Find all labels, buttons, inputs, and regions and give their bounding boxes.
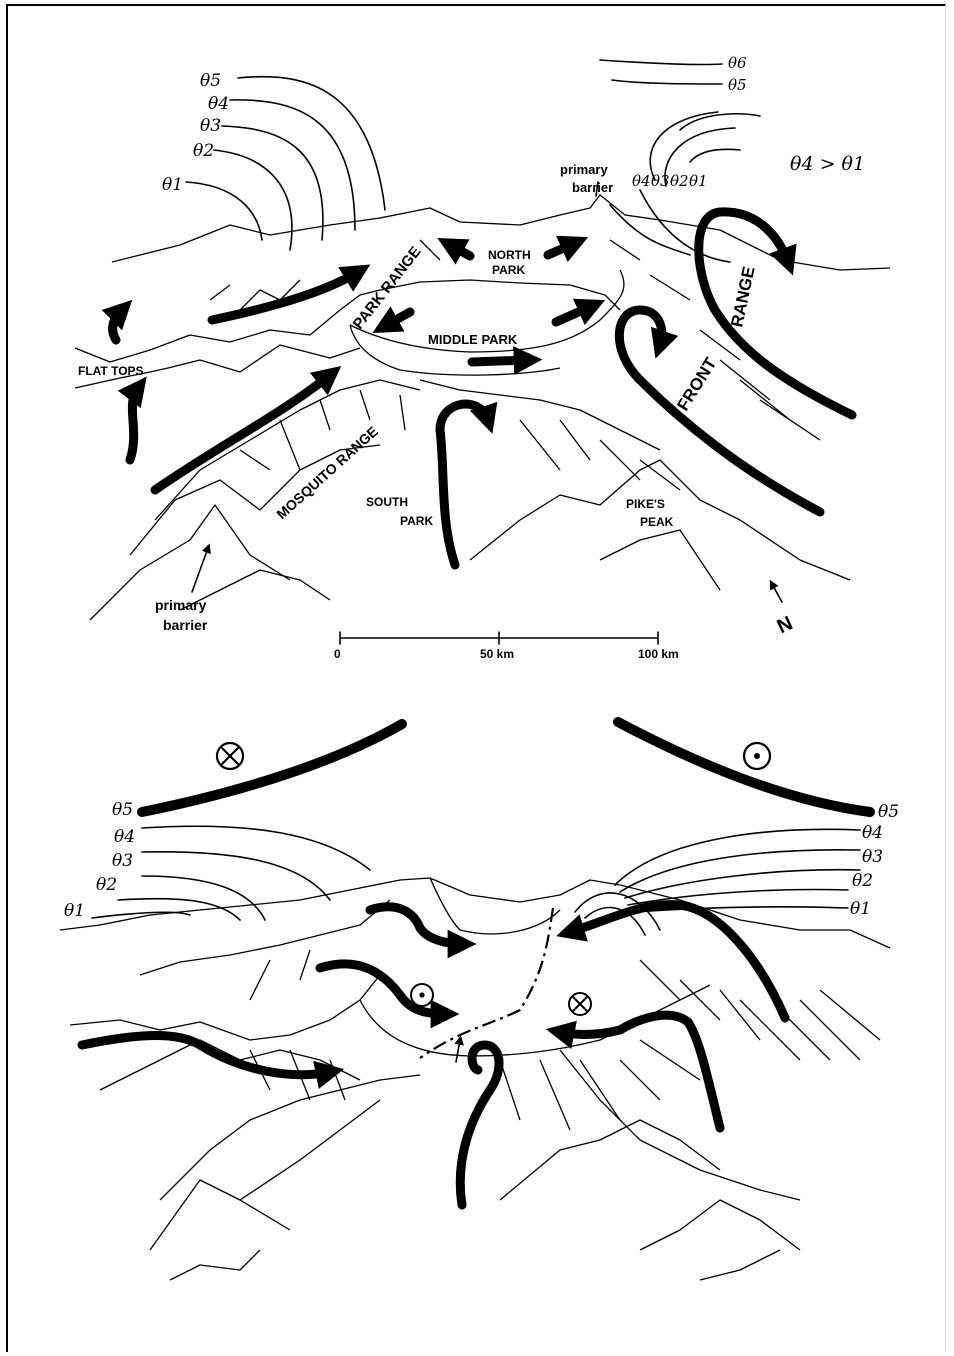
theta-label: θ4 xyxy=(208,94,229,114)
theta-inequality: θ4 > θ1 xyxy=(790,153,865,175)
theta-labels-top-left: θ5 θ4 θ3 θ2 θ1 xyxy=(162,71,229,195)
flow-arrow xyxy=(440,404,488,565)
mosquito-range-label: MOSQUITO RANGE xyxy=(273,423,381,522)
flow-arrow xyxy=(460,1045,499,1205)
into-page-symbol-center xyxy=(569,993,591,1015)
theta-label: θ5 xyxy=(878,802,899,822)
flat-tops-label: FLAT TOPS xyxy=(78,364,144,378)
isentrope-bold-left xyxy=(142,724,402,812)
flow-arrow xyxy=(699,212,852,415)
theta-label: θ3 xyxy=(862,847,883,867)
theta-label: θ2 xyxy=(193,141,214,161)
top-panel: θ5 θ4 θ3 θ2 θ1 θ6 θ5 θ4 θ3 θ2 θ1 θ4 > θ1… xyxy=(75,54,890,661)
scale-tick-label: 0 xyxy=(334,647,341,661)
south-park-label: PARK xyxy=(400,514,433,528)
flow-arrows-top xyxy=(113,212,852,565)
out-of-page-symbol-right xyxy=(744,743,770,769)
flow-arrow xyxy=(155,375,330,490)
pikes-peak-label: PIKE'S xyxy=(626,497,665,511)
theta-label: θ5 xyxy=(112,800,133,820)
middle-park-label: MIDDLE PARK xyxy=(428,332,518,347)
pikes-peak-label: PEAK xyxy=(640,515,674,529)
flow-arrow xyxy=(385,312,410,326)
theta-label: θ2 xyxy=(852,871,873,891)
theta-label: θ5 xyxy=(200,71,221,91)
theta-label: θ3 xyxy=(200,116,221,136)
theta-labels-top-right: θ6 θ5 θ4 θ3 θ2 θ1 θ4 > θ1 xyxy=(632,54,865,190)
flow-arrow xyxy=(619,310,820,512)
bottom-panel: θ5 θ4 θ3 θ2 θ1 θ5 θ4 θ3 θ2 θ1 xyxy=(60,722,899,1280)
theta-label: θ1 xyxy=(162,175,183,195)
pointer-arrow xyxy=(192,548,208,592)
theta-label: θ6 xyxy=(728,54,747,72)
north-park-label: PARK xyxy=(492,263,525,277)
terrain-bottom xyxy=(60,878,890,1280)
theta-label: θ4 xyxy=(632,172,651,190)
north-arrow-icon xyxy=(772,584,782,602)
theta-label: θ4 xyxy=(862,823,883,843)
flow-arrow xyxy=(472,360,528,362)
scale-tick-label: 100 km xyxy=(638,647,679,661)
theta-labels-bottom-right: θ5 θ4 θ3 θ2 θ1 xyxy=(850,802,899,919)
flow-arrow xyxy=(320,964,445,1014)
primary-barrier-label: primary xyxy=(155,597,207,613)
primary-barrier-label: primary xyxy=(560,162,608,177)
convergence-lines xyxy=(420,908,553,1062)
front-label: FRONT xyxy=(673,354,720,414)
flow-arrow xyxy=(548,243,575,255)
flow-arrow xyxy=(113,310,122,340)
range-label: RANGE xyxy=(727,265,758,329)
park-range-label: PARK RANGE xyxy=(350,243,425,332)
theta-label: θ5 xyxy=(728,76,747,94)
theta-label: θ1 xyxy=(689,172,708,190)
theta-label: θ3 xyxy=(112,851,133,871)
flow-arrow xyxy=(130,388,138,460)
theta-label: θ2 xyxy=(670,172,689,190)
north-arrow: N xyxy=(772,584,796,638)
primary-barrier-label: barrier xyxy=(572,180,613,195)
flow-arrow xyxy=(370,907,462,944)
south-park-label: SOUTH xyxy=(366,495,408,509)
theta-label: θ1 xyxy=(64,901,85,921)
theta-label: θ3 xyxy=(651,172,670,190)
primary-barrier-label: barrier xyxy=(163,617,208,633)
scale-bar: 0 50 km 100 km xyxy=(334,632,679,661)
isentrope-bold-right xyxy=(618,722,870,812)
flow-arrow xyxy=(560,1015,720,1128)
theta-label: θ2 xyxy=(96,875,117,895)
scale-tick-label: 50 km xyxy=(480,647,514,661)
north-label: N xyxy=(774,612,796,638)
theta-label: θ4 xyxy=(114,827,135,847)
theta-labels-bottom-left: θ5 θ4 θ3 θ2 θ1 xyxy=(64,800,135,921)
theta-label: θ1 xyxy=(850,899,871,919)
flow-arrow xyxy=(450,245,470,256)
into-page-symbol-left xyxy=(217,743,243,769)
isentropes-bottom xyxy=(92,826,860,935)
flow-arrow xyxy=(82,1036,330,1075)
flow-arrow xyxy=(556,306,592,322)
out-of-page-symbol-center xyxy=(411,984,433,1006)
north-park-label: NORTH xyxy=(488,248,531,262)
